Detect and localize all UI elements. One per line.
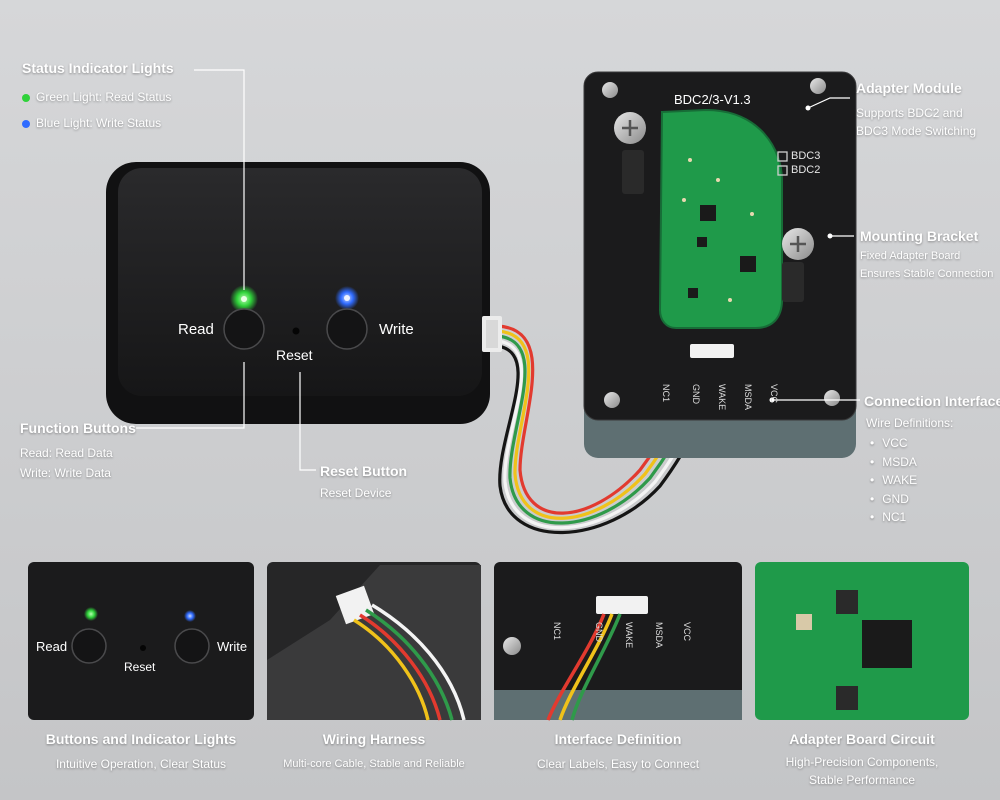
list-item: NC1 <box>870 508 917 527</box>
read-button[interactable] <box>223 308 265 350</box>
pcb-chips <box>688 205 756 298</box>
list-item: WAKE <box>870 471 917 490</box>
wire-list: VCC MSDA WAKE GND NC1 <box>870 434 917 527</box>
blue-dot-icon <box>22 119 30 128</box>
connection-interface-title: Connection Interface <box>864 393 1000 409</box>
panel-subtitle: Clear Labels, Easy to Connect <box>536 757 700 771</box>
write-button[interactable] <box>326 308 368 350</box>
adapter-module-line: Supports BDC2 and <box>856 106 963 120</box>
pin-label: GND <box>691 384 701 404</box>
pin-label: MSDA <box>743 384 753 411</box>
adapter-module-line: BDC3 Mode Switching <box>856 124 977 138</box>
list-item: MSDA <box>870 453 917 472</box>
panel-subtitle: Stable Performance <box>808 773 916 787</box>
pin-label: WAKE <box>717 384 727 411</box>
status-light-blue: Blue Light: Write Status <box>22 116 161 130</box>
panel-reset-label: Reset <box>124 660 156 674</box>
panel-read-label: Read <box>36 639 68 654</box>
panel-title: Adapter Board Circuit <box>789 731 935 747</box>
panel-write-label: Write <box>217 639 248 654</box>
function-buttons-line: Read: Read Data <box>20 446 113 460</box>
write-label: Write <box>379 321 414 338</box>
reset-label: Reset <box>276 347 313 363</box>
list-item: VCC <box>870 434 917 453</box>
adapter-module-title: Adapter Module <box>856 80 962 96</box>
mounting-bracket-line: Ensures Stable Connection <box>860 268 994 280</box>
panel-title: Interface Definition <box>554 731 682 747</box>
wire-definitions-label: Wire Definitions: <box>866 416 954 430</box>
adapter-version: BDC2/3-V1.3 <box>674 92 751 107</box>
panel-title: Buttons and Indicator Lights <box>45 731 237 747</box>
adapter-pcb <box>658 108 783 329</box>
mounting-bracket-line: Fixed Adapter Board <box>860 250 961 262</box>
panel-read-button <box>71 628 107 664</box>
function-buttons-title: Function Buttons <box>20 420 136 436</box>
panel-pin-label: MSDA <box>654 622 664 649</box>
read-label: Read <box>178 321 214 338</box>
list-item: GND <box>870 490 917 509</box>
reset-pinhole[interactable] <box>292 327 300 335</box>
status-lights-title: Status Indicator Lights <box>22 60 174 76</box>
adapter-connector <box>690 344 734 358</box>
function-buttons-line: Write: Write Data <box>20 466 111 480</box>
panel-pin-label: NC1 <box>552 622 562 641</box>
panel-pin-label: GND <box>594 622 604 642</box>
panel-subtitle: Intuitive Operation, Clear Status <box>55 757 227 771</box>
screw-icon <box>602 78 840 408</box>
panel-subtitle: High-Precision Components, <box>785 755 939 769</box>
reset-button-title: Reset Button <box>320 463 408 479</box>
panel-pin-label: WAKE <box>624 622 634 649</box>
panel-subtitle: Multi-core Cable, Stable and Reliable <box>283 758 465 770</box>
leader-lines <box>136 69 860 471</box>
green-dot-icon <box>22 93 30 102</box>
pin-label: NC1 <box>661 384 671 403</box>
main-device <box>106 162 502 424</box>
panel-title: Wiring Harness <box>322 731 426 747</box>
panel-write-button <box>174 628 210 664</box>
panel-pin-label: VCC <box>682 622 692 642</box>
mode-bdc3: BDC3 <box>791 150 821 162</box>
status-light-green: Green Light: Read Status <box>22 90 171 104</box>
reset-button-line: Reset Device <box>320 486 392 500</box>
mode-bdc2: BDC2 <box>791 164 821 176</box>
pin-label: VCC <box>769 384 779 404</box>
mounting-bracket <box>614 112 814 302</box>
mounting-bracket-title: Mounting Bracket <box>860 228 979 244</box>
